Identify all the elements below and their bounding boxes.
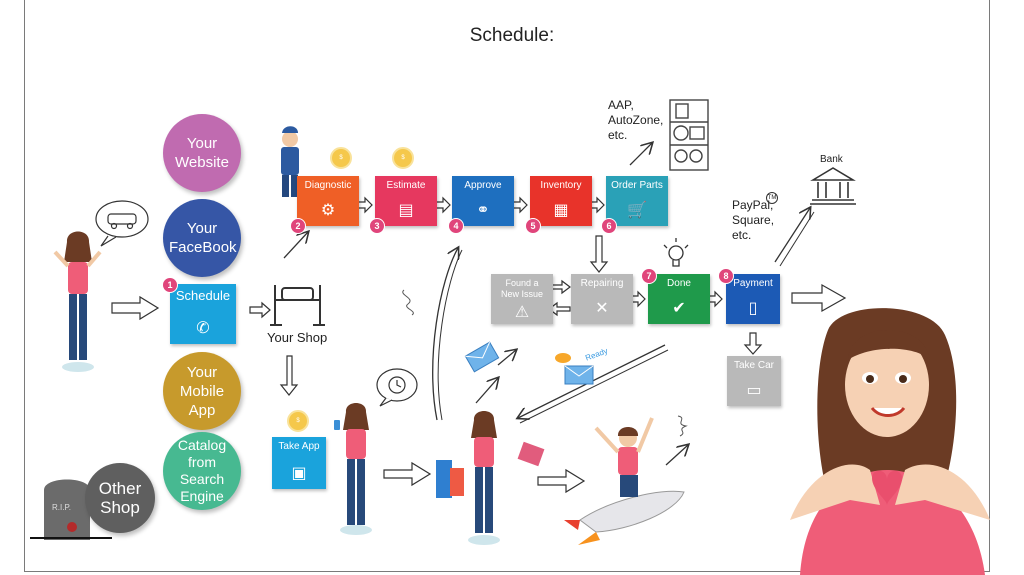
car-icon: ▭: [746, 382, 762, 399]
your-shop-lift-icon: [270, 285, 325, 326]
trademark-badge: TM: [766, 192, 778, 204]
channel-other-shop[interactable]: Other Shop: [85, 463, 155, 533]
lightbulb-icon: [663, 238, 689, 267]
mechanic-figure: [281, 126, 299, 197]
suppliers-label: AAP, AutoZone, etc.: [608, 98, 664, 142]
email-icon: [464, 341, 500, 373]
big-woman-heart-figure: [790, 308, 990, 575]
wrench-icon: ✕: [595, 300, 609, 317]
arrow-schedule-to-shop: [249, 301, 271, 319]
arrow-repairing-found: [548, 301, 571, 317]
coin-icon-diagnostic: $: [330, 147, 352, 169]
estimate-document-icon: ▤: [398, 202, 414, 219]
diagram-title: Schedule:: [469, 25, 555, 46]
arrow-payment-takecar: [743, 332, 763, 355]
step-payment[interactable]: Payment ▯: [726, 274, 780, 324]
channel-your-facebook[interactable]: Your FaceBook: [163, 199, 241, 277]
step-approve[interactable]: Approve ⚭: [452, 176, 514, 226]
step-number-4: 4: [448, 218, 464, 234]
customer-with-phone-figure: [334, 403, 372, 535]
step-number-5: 5: [525, 218, 541, 234]
phone-icon: ✆: [196, 320, 210, 337]
car-check-icon: ✔: [672, 300, 686, 317]
arrow-suppliers: [629, 143, 652, 166]
coin-icon-estimate: $: [392, 147, 414, 169]
arrow-customer-to-email: [475, 378, 498, 404]
bank-label: Bank: [820, 154, 843, 165]
your-shop-label: Your Shop: [267, 330, 328, 345]
step-inventory[interactable]: Inventory ▦: [530, 176, 592, 226]
arrow-email-to-found: [497, 350, 516, 366]
app-car-icon: ▣: [291, 465, 307, 482]
handshake-icon: ⚭: [476, 202, 490, 219]
arrow-payment-out: [791, 283, 847, 313]
thought-bubble-car: [95, 200, 149, 238]
car-diagnostic-icon: ⚙: [320, 202, 336, 219]
step-repairing[interactable]: Repairing ✕: [571, 274, 633, 324]
step-schedule[interactable]: Schedule ✆: [170, 284, 236, 344]
coin-icon-take-app: $: [287, 410, 309, 432]
shopping-cart-icon: 🛒: [627, 202, 647, 219]
step-number-1: 1: [162, 277, 178, 293]
payment-methods-label: PayPal, Square, etc.: [732, 198, 775, 242]
channel-your-mobile-app[interactable]: Your Mobile App: [163, 352, 241, 430]
step-number-8: 8: [718, 268, 734, 284]
gravestone-text: R.I.P.: [52, 503, 71, 512]
diagram-frame: [24, 0, 990, 572]
customer-shopping-figure: [436, 411, 545, 545]
channel-your-website[interactable]: Your Website: [163, 114, 241, 192]
arrow-takeapp: [279, 355, 299, 396]
arrow-shop-diagnostic: [283, 232, 308, 259]
step-take-car[interactable]: Take Car ▭: [727, 356, 781, 406]
warning-icon: ⚠: [514, 304, 530, 321]
step-diagnostic[interactable]: Diagnostic ⚙: [297, 176, 359, 226]
arrow-order-repairing: [589, 235, 609, 273]
customer-figure-left: [53, 231, 102, 372]
customer-on-rocket-figure: [564, 417, 685, 545]
arrow-to-approve: [432, 248, 458, 421]
clipboard-icon: ▦: [553, 202, 569, 219]
step-found-new-issue[interactable]: Found a New Issue ⚠: [491, 274, 553, 324]
step-number-6: 6: [601, 218, 617, 234]
arrow-customer-to-schedule: [111, 295, 160, 321]
step-done[interactable]: Done ✔: [648, 274, 710, 324]
mobile-payment-icon: ▯: [748, 300, 758, 317]
gravestone-icon: [30, 479, 112, 540]
bank-icon: [810, 167, 856, 205]
arrow-customer3-happy: [537, 468, 586, 494]
step-estimate[interactable]: Estimate ▤: [375, 176, 437, 226]
ready-email-icon: [555, 353, 594, 385]
step-number-2: 2: [290, 218, 306, 234]
step-number-7: 7: [641, 268, 657, 284]
channel-catalog[interactable]: Catalog from Search Engine: [163, 432, 241, 510]
step-number-3: 3: [369, 218, 385, 234]
arrow-customer2-customer3: [383, 461, 432, 487]
arrow-bank: [774, 208, 810, 263]
parts-shelf-icon: [669, 99, 709, 171]
arrow-happy-up: [665, 445, 688, 466]
step-take-app[interactable]: Take App ▣: [272, 437, 326, 489]
step-order-parts[interactable]: Order Parts 🛒: [606, 176, 668, 226]
